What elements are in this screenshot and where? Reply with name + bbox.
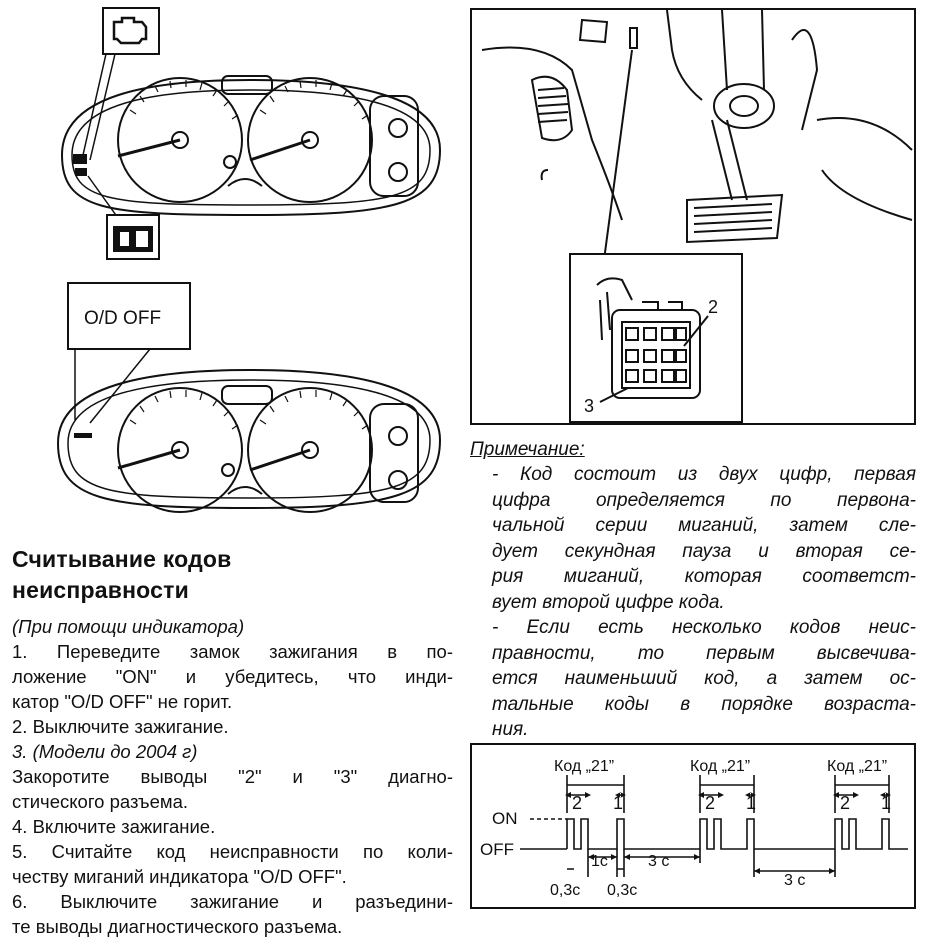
section-title: Считывание кодов неисправности	[12, 544, 452, 606]
digit-label: 1	[746, 793, 756, 813]
pause-long-label: 3 с	[784, 872, 805, 889]
od-off-indicator-icon	[74, 433, 92, 438]
step-line: честву миганий индикатора "O/D OFF".	[12, 866, 347, 887]
timing-svg: Код „21” Код „21” Код „21” 2 1 2 1 2 1 O…	[480, 758, 908, 899]
note-line: рия миганий, которая соответст-	[492, 566, 916, 587]
step-2: 2. Выключите зажигание.	[12, 716, 229, 737]
gauge-ticks-top	[129, 80, 369, 120]
immobilizer-callout	[87, 175, 160, 260]
section-title-line-1: Считывание кодов	[12, 546, 232, 572]
note-line: чальной серии миганий, затем сле-	[492, 515, 916, 536]
note-line: правности, то первым высвечива-	[492, 642, 916, 664]
blink-code-timing-diagram: Код „21” Код „21” Код „21” 2 1 2 1 2 1 O…	[470, 743, 916, 909]
note-line: ется наименьший код, а затем ос-	[492, 668, 916, 689]
step-line: стического разъема.	[12, 791, 189, 812]
note-line: дует секундная пауза и вторая се-	[492, 540, 916, 562]
step-6: 6. Выключите зажигание и разъедини- те в…	[12, 889, 453, 939]
cluster-bottom	[56, 368, 442, 513]
connector-inset: 2 3	[569, 253, 743, 423]
procedure-subtitle: (При помощи индикатора)	[12, 616, 245, 637]
connector-pin-label-3: 3	[584, 396, 594, 416]
pause-short-label: 1с	[591, 853, 608, 870]
procedure-steps: (При помощи индикатора) 1. Переведите за…	[12, 614, 453, 939]
step-line: 6. Выключите зажигание и разъедини-	[12, 891, 453, 912]
step-5: 5. Считайте код неисправности по коли- ч…	[12, 839, 453, 889]
note-line: вует второй цифре кода.	[492, 591, 725, 613]
blink-duration-label: 0,3с	[607, 882, 637, 899]
od-off-label: O/D OFF	[84, 308, 161, 329]
pedal-area-drawing: 2 3	[481, 9, 913, 423]
note-line: цифра определяется по первона-	[492, 489, 916, 511]
digit-label: 1	[613, 793, 623, 813]
step-4: 4. Включите зажигание.	[12, 816, 216, 837]
step-line: 5. Считайте код неисправности по коли-	[12, 841, 453, 862]
pause-long-label: 3 с	[648, 853, 669, 870]
step-3: 3. (Модели до 2004 г)	[12, 741, 198, 762]
note-line: - Если есть несколько кодов неис-	[492, 617, 916, 638]
check-engine-callout	[82, 7, 160, 161]
instrument-cluster-illustration: O/D OFF	[56, 7, 442, 513]
off-level-label: OFF	[480, 840, 514, 859]
note-line: ния.	[492, 719, 529, 740]
step-3-body: Закоротите выводы "2" и "3" диагно- стич…	[12, 764, 453, 814]
step-line: Закоротите выводы "2" и "3" диагно-	[12, 766, 453, 787]
step-line: ложение "ON" и убедитесь, что инди-	[12, 666, 453, 687]
code-label-2: Код „21”	[690, 758, 750, 775]
note-line: - Код состоит из двух цифр, первая	[492, 464, 916, 485]
on-level-label: ON	[492, 809, 518, 828]
blink-duration-label: 0,3с	[550, 882, 580, 899]
note-line: тальные коды в порядке возраста-	[492, 693, 916, 715]
cluster-top	[60, 75, 442, 217]
section-title-line-2: неисправности	[12, 577, 189, 603]
digit-label: 1	[881, 793, 891, 813]
code-label-1: Код „21”	[554, 758, 614, 775]
digit-label: 2	[840, 793, 850, 813]
gauge-ticks-bottom	[129, 390, 369, 430]
step-line: катор "O/D OFF" не горит.	[12, 691, 233, 712]
note-block: Примечание: - Код состоит из двух цифр, …	[470, 438, 916, 743]
step-line: 1. Переведите замок зажигания в по-	[12, 641, 453, 662]
connector-pin-label-2: 2	[708, 297, 718, 317]
step-line: те выводы диагностического разъема.	[12, 916, 343, 937]
diagnostic-connector-location-figure: 2 3	[470, 8, 916, 425]
digit-label: 2	[705, 793, 715, 813]
note-heading: Примечание:	[470, 439, 585, 460]
step-1: 1. Переведите замок зажигания в по- ложе…	[12, 639, 453, 714]
code-label-3: Код „21”	[827, 758, 887, 775]
check-engine-icon	[73, 154, 87, 176]
od-off-callout: O/D OFF	[67, 282, 191, 424]
digit-label: 2	[572, 793, 582, 813]
note-body: - Код состоит из двух цифр, первая цифра…	[470, 462, 916, 743]
